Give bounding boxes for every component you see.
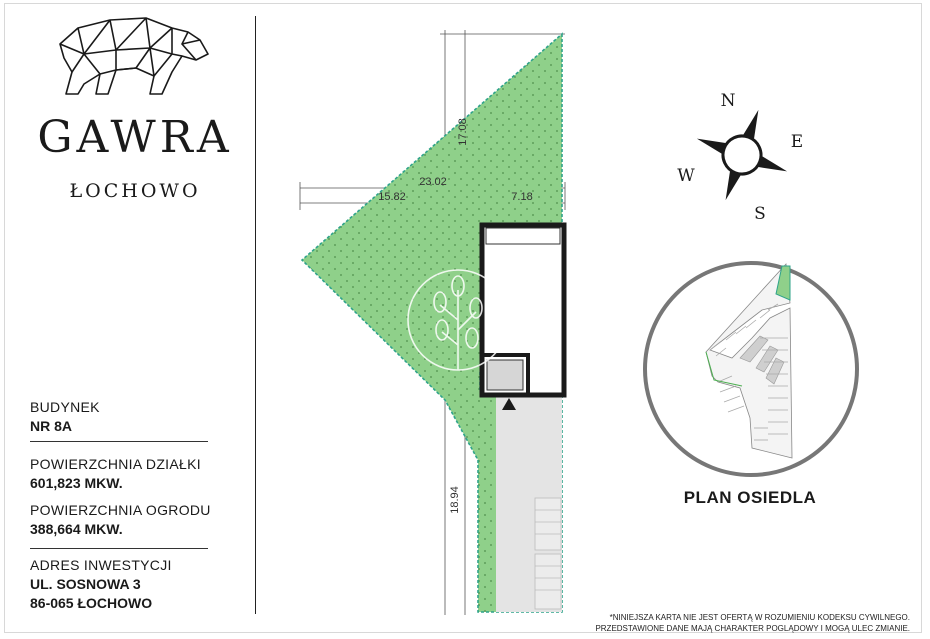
dim-total-width-label: 23.02 [419,176,447,188]
plot-area-value: 601,823 MKW. [30,475,123,491]
page-frame [4,3,922,633]
dim-bottom-label: 18.94 [449,486,461,514]
brand-location: ŁOCHOWO [69,180,201,202]
plot-area-label: POWIERZCHNIA DZIAŁKI [30,456,201,472]
vertical-divider [255,16,256,614]
garden-area-label: POWIERZCHNIA OGRODU [30,502,211,518]
dim-left-width-label: 15.82 [378,191,406,203]
building-value: NR 8A [30,418,73,434]
highlighted-plot [775,265,791,301]
disclaimer-line2: PRZEDSTAWIONE DANE MAJĄ CHARAKTER POGLĄD… [595,624,910,633]
compass-east: E [791,132,803,152]
plot-area-info: POWIERZCHNIA DZIAŁKI 601,823 MKW. [30,455,201,493]
building-info: BUDYNEK NR 8A [30,398,100,436]
disclaimer-line1: *NINIEJSZA KARTA NIE JEST OFERTĄ W ROZUM… [609,613,910,622]
dim-top-label: 17.08 [457,118,469,146]
garden-area-info: POWIERZCHNIA OGRODU 388,664 MKW. [30,501,211,539]
building-outline [479,222,567,398]
building-label: BUDYNEK [30,399,100,415]
garden-area-value: 388,664 MKW. [30,521,123,537]
compass-west: W [677,166,695,186]
separator [30,548,208,549]
compass-rose-icon: N E S W [677,91,803,224]
dim-right-width-label: 7.18 [511,191,532,203]
entrance-marker [502,398,516,410]
address-line2: 86-065 ŁOCHOWO [30,595,153,611]
address-label: ADRES INWESTYCJI [30,557,172,573]
tree-watermark-icon [407,269,509,371]
site-plan-map [643,261,859,477]
paving-tiles [534,497,562,610]
bear-logo-icon [59,17,209,95]
address-line1: UL. SOSNOWA 3 [30,576,141,592]
separator [30,441,208,442]
address-info: ADRES INWESTYCJI UL. SOSNOWA 3 86-065 ŁO… [30,556,172,613]
site-plan-label: PLAN OSIEDLA [683,488,817,507]
disclaimer: *NINIEJSZA KARTA NIE JEST OFERTĄ W ROZUM… [595,612,910,634]
plot-plan: 17.08 23.02 15.82 7.18 18.94 [299,30,567,615]
compass-north: N [721,91,736,111]
brand-title: GAWRA [37,112,233,163]
compass-south: S [754,204,766,224]
left-panel: GAWRA ŁOCHOWO BUDYNEK NR 8A POWIERZCHNIA… [0,0,255,639]
